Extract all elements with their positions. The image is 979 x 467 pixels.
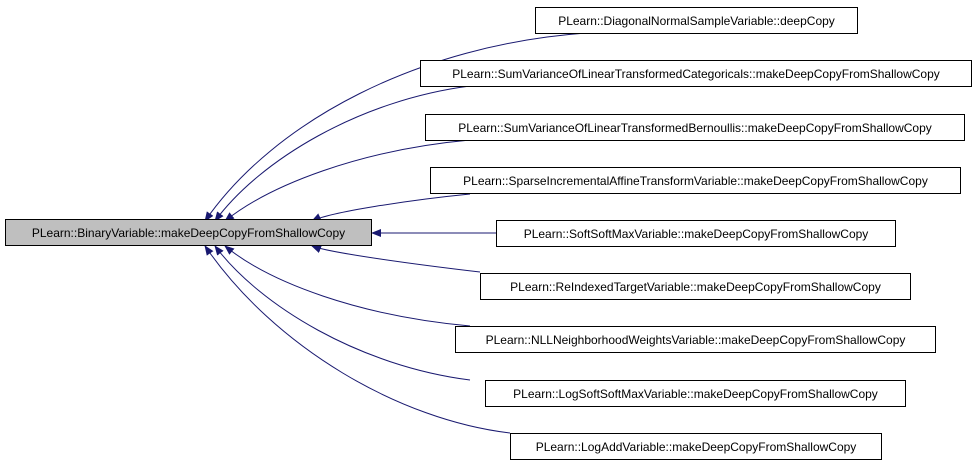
caller-edge-3	[311, 193, 471, 222]
caller-node-label: PLearn::SoftSoftMaxVariable::makeDeepCop…	[523, 226, 869, 241]
caller-node-log-soft-soft-max[interactable]: PLearn::LogSoftSoftMaxVariable::makeDeep…	[485, 380, 906, 407]
caller-node-log-add[interactable]: PLearn::LogAddVariable::makeDeepCopyFrom…	[510, 433, 882, 460]
caller-node-nll-neighborhood-weights[interactable]: PLearn::NLLNeighborhoodWeightsVariable::…	[455, 326, 936, 353]
caller-edge-5	[311, 245, 481, 273]
caller-node-label: PLearn::DiagonalNormalSampleVariable::de…	[558, 13, 835, 28]
root-node[interactable]: PLearn::BinaryVariable::makeDeepCopyFrom…	[5, 219, 372, 246]
caller-edge-0	[204, 32, 587, 222]
root-node-label: PLearn::BinaryVariable::makeDeepCopyFrom…	[31, 225, 346, 240]
caller-node-sum-variance-bernoullis[interactable]: PLearn::SumVarianceOfLinearTransformedBe…	[425, 114, 965, 141]
caller-edge-1	[214, 85, 471, 222]
caller-node-label: PLearn::ReIndexedTargetVariable::makeDee…	[510, 279, 881, 294]
caller-node-sparse-incremental-affine[interactable]: PLearn::SparseIncrementalAffineTransform…	[430, 167, 961, 194]
caller-node-label: PLearn::SumVarianceOfLinearTransformedBe…	[458, 120, 932, 135]
caller-edge-2	[224, 139, 471, 222]
caller-node-label: PLearn::LogAddVariable::makeDeepCopyFrom…	[535, 439, 857, 454]
caller-edge-7	[214, 245, 471, 381]
caller-node-label: PLearn::LogSoftSoftMaxVariable::makeDeep…	[513, 386, 878, 401]
caller-node-soft-soft-max[interactable]: PLearn::SoftSoftMaxVariable::makeDeepCop…	[496, 220, 896, 247]
caller-node-diagonal-normal-sample[interactable]: PLearn::DiagonalNormalSampleVariable::de…	[535, 7, 858, 34]
caller-node-reindexed-target[interactable]: PLearn::ReIndexedTargetVariable::makeDee…	[480, 273, 911, 300]
caller-edge-6	[224, 245, 471, 327]
caller-node-label: PLearn::NLLNeighborhoodWeightsVariable::…	[485, 332, 906, 347]
caller-node-sum-variance-categoricals[interactable]: PLearn::SumVarianceOfLinearTransformedCa…	[420, 60, 972, 87]
caller-node-label: PLearn::SumVarianceOfLinearTransformedCa…	[452, 66, 940, 81]
caller-edge-8	[204, 245, 511, 434]
caller-node-label: PLearn::SparseIncrementalAffineTransform…	[463, 173, 928, 188]
